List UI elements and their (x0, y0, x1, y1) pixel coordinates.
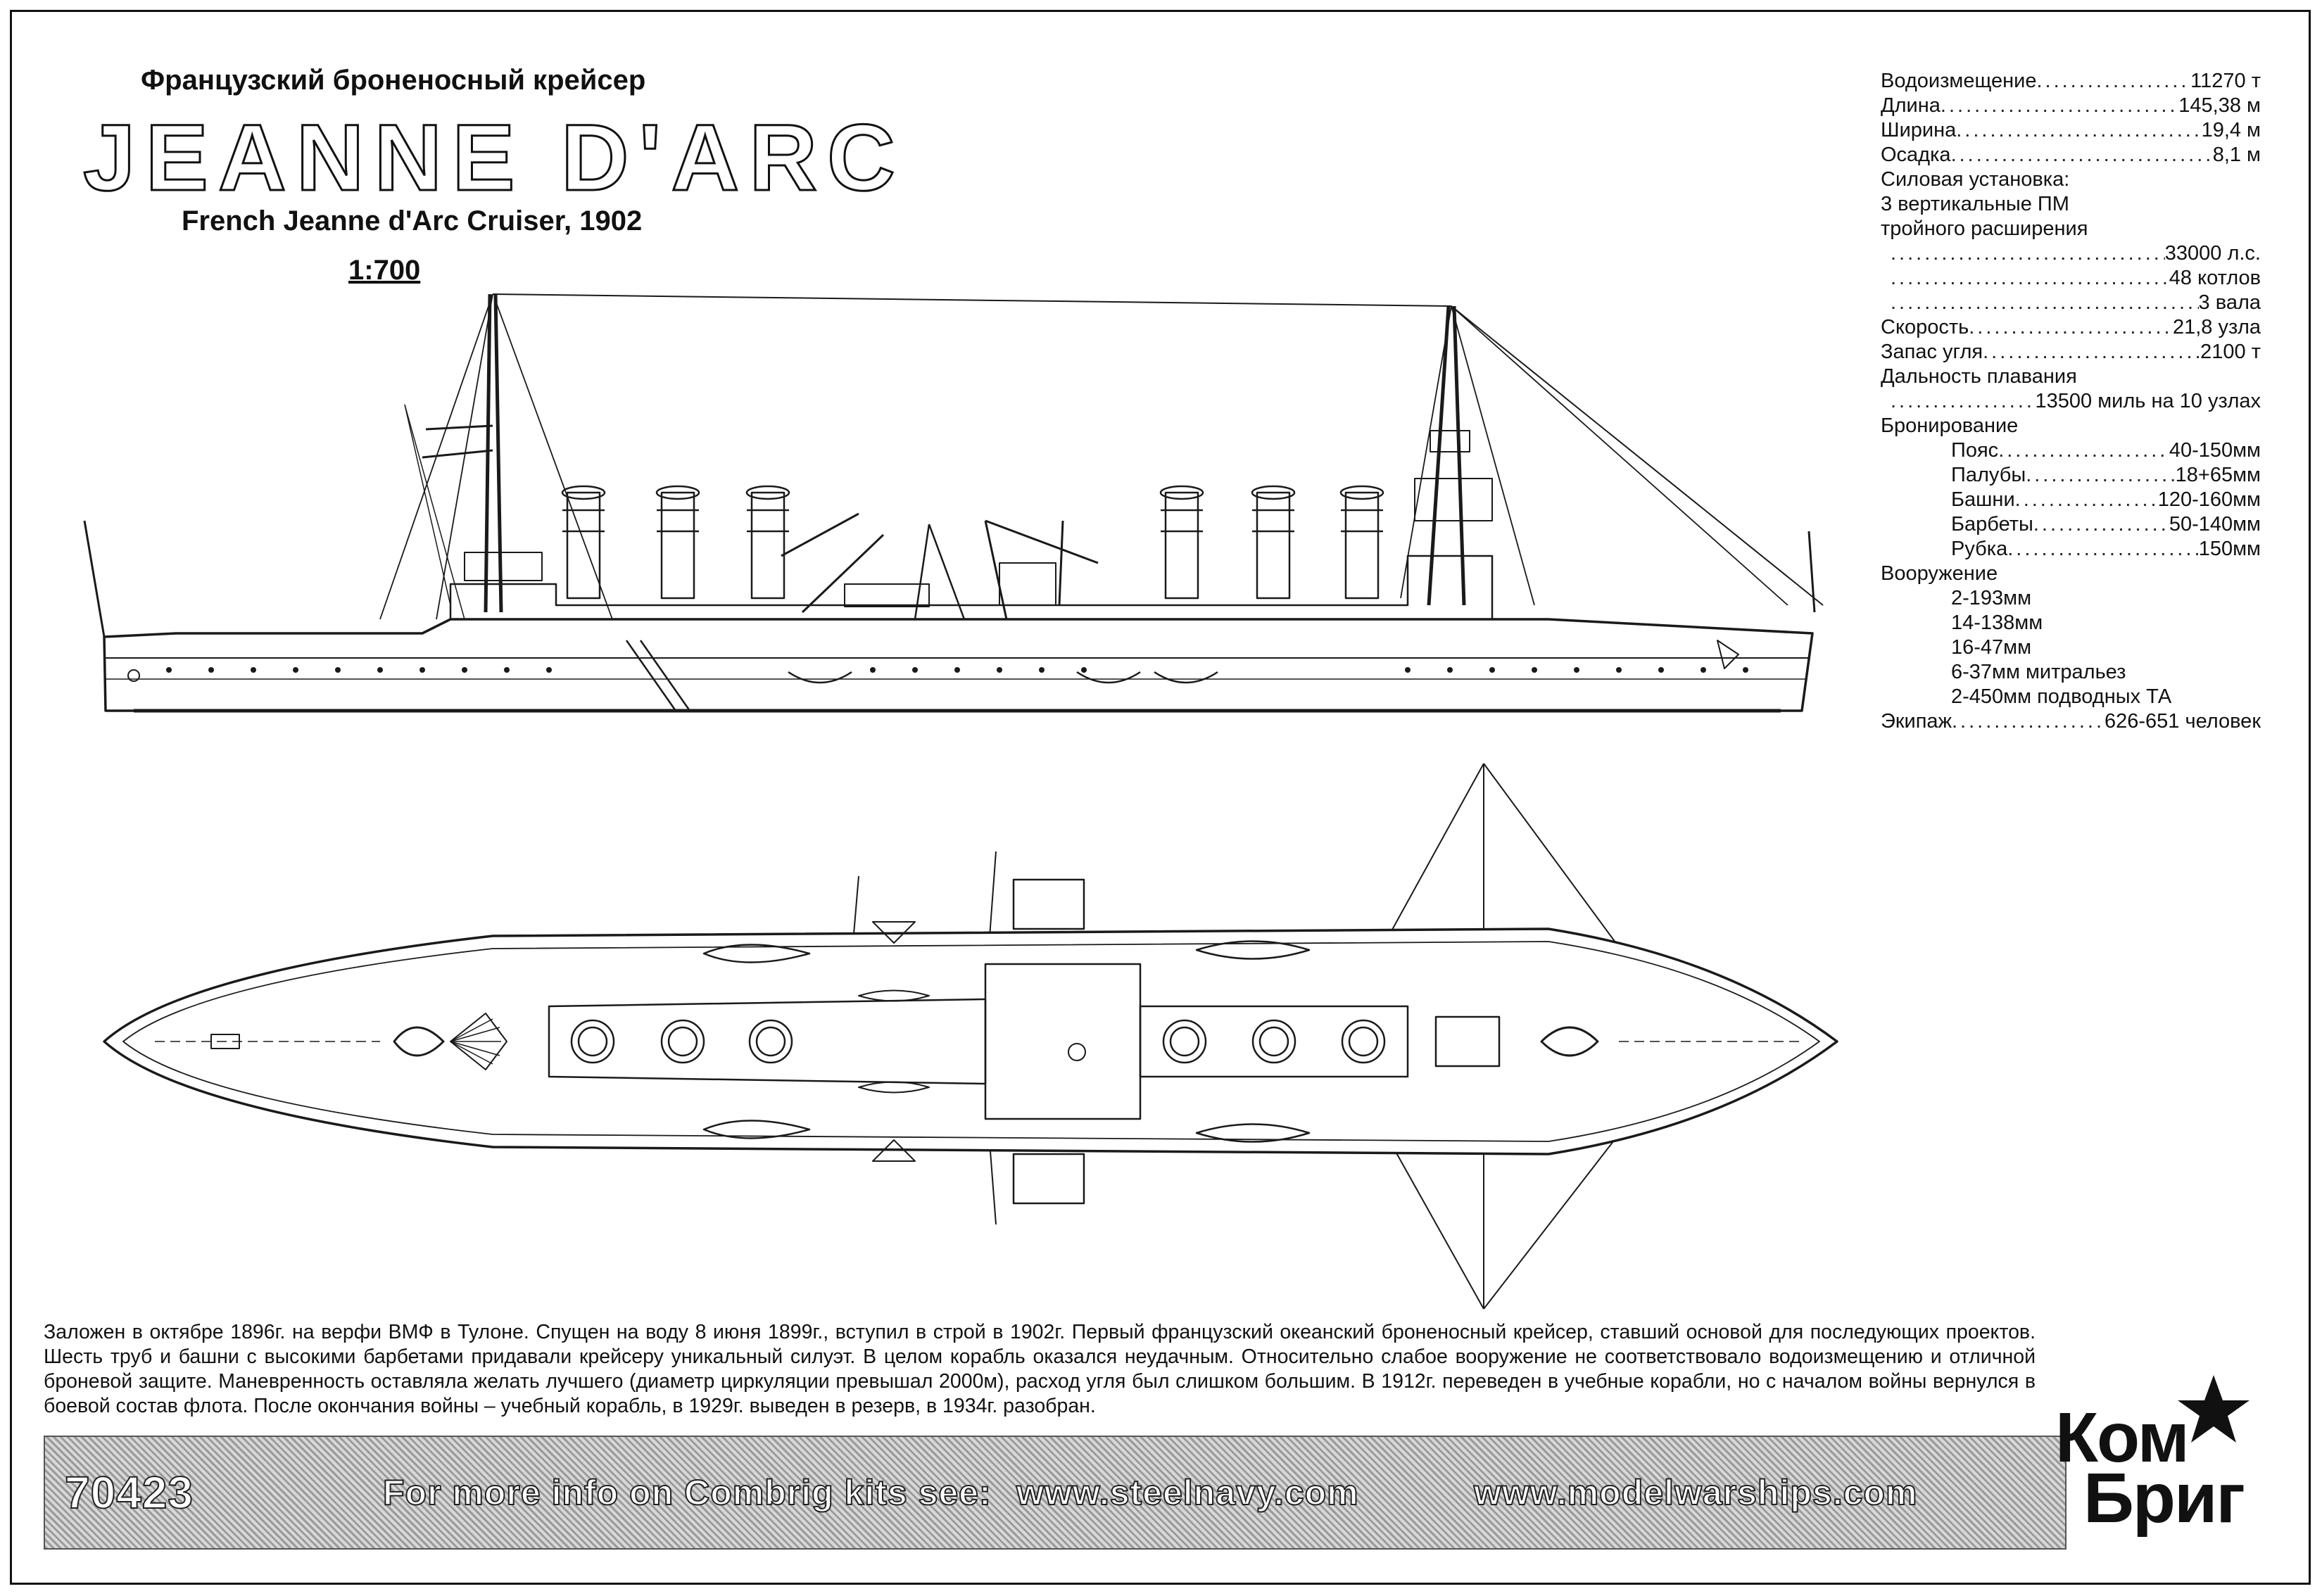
logo-line-1: Ком (2055, 1398, 2190, 1477)
funnel (745, 485, 790, 600)
spec-speed: Скорость21,8 узла (1881, 315, 2261, 340)
spec-armament-label: Вооружение (1881, 562, 1998, 585)
funnel (561, 485, 606, 600)
funnel-top (1251, 1019, 1296, 1064)
footer-banner: 70423 For more info on Combrig kits see:… (44, 1436, 2067, 1550)
spec-armour-decks: Палубы18+65мм (1881, 463, 2261, 488)
spec-power-label: Силовая установка: (1881, 168, 2070, 191)
logo-line-2: Бриг (2083, 1459, 2245, 1538)
funnel (1159, 485, 1204, 600)
side-profile (83, 293, 1824, 713)
plan-view (103, 763, 1838, 1310)
funnel-top (570, 1019, 615, 1064)
steelnavy-link[interactable]: www.steelnavy.com (1016, 1472, 1359, 1513)
spec-displacement: Водоизмещение11270 т (1881, 69, 2261, 94)
funnel (1339, 485, 1384, 600)
spec-draught: Осадка8,1 м (1881, 143, 2261, 167)
spec-engines-2: тройного расширения (1881, 217, 2088, 240)
funnel-top (1341, 1019, 1386, 1064)
spec-armament-item: 2-193мм (1951, 587, 2032, 609)
more-info-text: For more info on Combrig kits see: (382, 1472, 992, 1513)
scale-label: 1:700 (348, 255, 421, 286)
subtitle-english: French Jeanne d'Arc Cruiser, 1902 (182, 205, 643, 236)
spec-armament-item: 6-37мм митральез (1951, 661, 2126, 683)
spec-length: Длина145,38 м (1881, 94, 2261, 118)
funnel (655, 485, 700, 600)
spec-coal: Запас угля2100 т (1881, 340, 2261, 365)
spec-range-label: Дальность плавания (1881, 365, 2077, 388)
spec-engines-1: 3 вертикальные ПМ (1881, 193, 2069, 215)
combrig-logo: Ком Бриг (2041, 1372, 2273, 1541)
kit-code: 70423 (64, 1467, 194, 1519)
sheet-frame (10, 10, 2311, 1585)
spec-range-value: 13500 миль на 10 узлах (1881, 389, 2261, 414)
spec-table: Водоизмещение11270 т Длина145,38 м Ширин… (1881, 69, 2261, 734)
modelwarships-link[interactable]: www.modelwarships.com (1473, 1472, 1918, 1513)
history-description: Заложен в октябре 1896г. на верфи ВМФ в … (44, 1321, 2036, 1417)
spec-armament-item: 2-450мм подводных ТА (1951, 685, 2172, 708)
spec-armour-turrets: Башни120-160мм (1881, 488, 2261, 512)
spec-power-hp: 33000 л.с. (1881, 241, 2261, 266)
ship-title: JEANNE D'ARC (82, 105, 905, 212)
funnel-top (1162, 1019, 1207, 1064)
spec-boilers: 48 котлов (1881, 266, 2261, 291)
spec-crew: Экипаж626-651 человек (1881, 709, 2261, 734)
spec-beam: Ширина19,4 м (1881, 118, 2261, 143)
spec-shafts: 3 вала (1881, 291, 2261, 315)
spec-armour-conning: Рубка150мм (1881, 537, 2261, 562)
spec-armour-barbettes: Барбеты50-140мм (1881, 512, 2261, 537)
star-icon (2178, 1375, 2250, 1443)
funnel (1251, 485, 1296, 600)
spec-armour-belt: Пояс40-150мм (1881, 438, 2261, 463)
subtitle-russian: Французский броненосный крейсер (141, 65, 646, 96)
spec-armour-label: Бронирование (1881, 414, 2019, 437)
spec-armament-item: 16-47мм (1951, 636, 2032, 659)
spec-armament-item: 14-138мм (1951, 612, 2043, 634)
funnel-top (748, 1019, 793, 1064)
funnel-top (660, 1019, 705, 1064)
